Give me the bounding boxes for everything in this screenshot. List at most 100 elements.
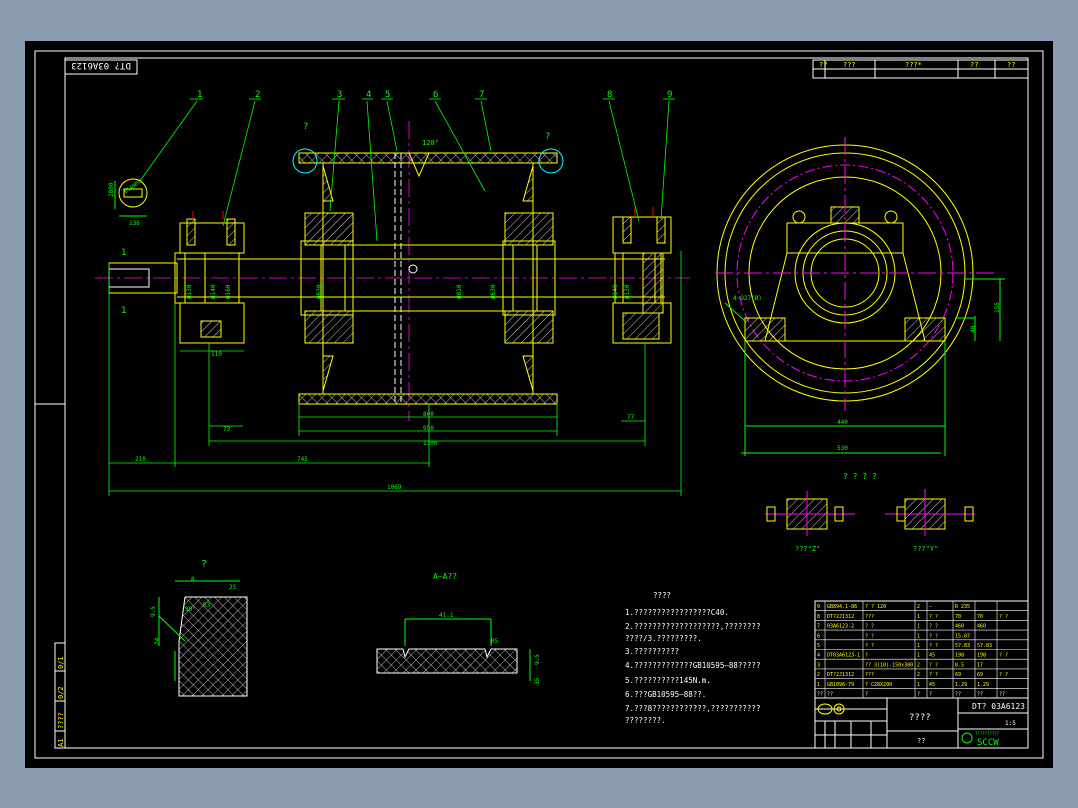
bom-cell: 7	[817, 624, 820, 630]
bom-cell: ? ?	[929, 672, 938, 678]
left-strip: A1 ???? 0/2 0/1	[54, 642, 66, 749]
strip-label: ????	[57, 712, 65, 729]
bom-cell: 57.83	[977, 643, 992, 649]
view-y	[885, 489, 975, 536]
left-hub	[300, 165, 354, 392]
strip-label: A1	[57, 739, 65, 747]
bom-cell: 3	[817, 662, 820, 668]
shaft-diameters: Ø130 Ø140 Ø160 Ø630 Ø810 Ø630 Ø140 Ø130	[186, 284, 631, 299]
bom-cell: 9	[817, 604, 820, 610]
dim-110: 110	[211, 351, 222, 358]
company-sub: ??????????	[975, 731, 1000, 736]
bom-cell: 198	[955, 653, 964, 659]
note-line: 6.???GB10595—88??.	[625, 690, 706, 699]
balloon-5: 5	[385, 90, 390, 100]
dim-bolt-holes: 4-Ò27(Ø)	[733, 295, 762, 302]
bom-cell: ? C28X200	[865, 682, 892, 688]
notes-title: ????	[653, 591, 671, 600]
bom-cell: 198	[977, 653, 986, 659]
callout-q2: ?	[545, 132, 550, 142]
aa-dim: 9.5	[534, 654, 541, 665]
section-mark-top: 1	[121, 248, 126, 258]
bom-cell: 1	[917, 643, 920, 649]
det-dim: 30°	[185, 606, 196, 613]
company-logo-text: SCCW	[977, 738, 999, 748]
bom-cell: ? ?	[999, 653, 1008, 659]
bom-cell: 15.07	[955, 633, 970, 639]
det-dim: 25	[229, 584, 237, 591]
bom-header-cell: ??	[827, 692, 833, 698]
bom-cell: —	[929, 604, 933, 610]
scale-ratio: 1:5	[1005, 720, 1016, 727]
balloon-numbers: 1 2 3 4 5 6 7 8 9	[197, 90, 672, 100]
bom-cell: DT03A6123-1	[827, 653, 860, 659]
weld-symbol	[408, 152, 430, 178]
dim-950: 950	[423, 425, 434, 432]
detail-q-label: ?	[201, 559, 207, 570]
bom-cell: DT?2J1312	[827, 672, 854, 678]
note-line: 4.?????????????GB10595—88?????	[625, 661, 760, 670]
drawing-number: DT? 03A6123	[972, 702, 1025, 711]
bom-cell: ? ?	[865, 633, 874, 639]
bom-cell: 8.5	[955, 662, 964, 668]
shaft-dia: Ø140	[210, 284, 217, 299]
header-cell: ??	[970, 61, 978, 69]
weld-angle: 120°	[422, 139, 439, 147]
det-dim: R3	[203, 602, 211, 609]
dim-530: 530	[837, 445, 848, 452]
bom-cell: 460	[977, 624, 986, 630]
det-dim: 24	[154, 637, 161, 645]
strip-label: 0/2	[57, 686, 65, 699]
bom-cell: 70	[977, 614, 983, 620]
technical-notes: ???? 1.?????????????????C40. 2.?????????…	[625, 591, 760, 725]
bom-cell: 45	[929, 682, 935, 688]
title-block	[814, 697, 1029, 749]
balloon-6: 6	[433, 90, 438, 100]
balloon-1: 1	[197, 90, 202, 100]
note-line: ????????.	[625, 716, 666, 725]
callout-q1: ?	[303, 122, 308, 132]
bom-cell: 45	[929, 653, 935, 659]
note-line: 2.???????????????????,????????	[625, 622, 760, 631]
balloon-4: 4	[366, 90, 371, 100]
balloon-3: 3	[337, 90, 342, 100]
bom-cell: 460	[955, 624, 964, 630]
header-cell: ???*	[905, 61, 922, 69]
bom-cell: 1	[917, 614, 920, 620]
bom-cell: 69	[977, 672, 983, 678]
shaft-dia: Ø130	[624, 284, 631, 299]
bom-cell: 1	[917, 633, 920, 639]
sheet-label: ??	[917, 737, 925, 745]
bom-cell: 17	[977, 662, 983, 668]
bom-header-cell: ??	[977, 692, 983, 698]
aa-dim: 35	[534, 677, 541, 685]
bom-cell: 1.29	[955, 682, 967, 688]
side-view	[715, 137, 1005, 456]
shaft-dia: Ø140	[612, 284, 619, 299]
dimension-lines	[108, 251, 682, 496]
shaft-dia: Ø160	[225, 284, 232, 299]
bom-header-cell: ?	[865, 692, 868, 698]
left-bearing-housing	[179, 211, 245, 344]
bom-header-cell: ?	[917, 692, 920, 698]
aa-section-title: A—A??	[433, 572, 457, 581]
shaft-dia: Ø630	[490, 284, 497, 299]
note-line: ????/3.?????????.	[625, 634, 702, 643]
header-cell: ??	[1007, 61, 1015, 69]
key-detail: 2800 136 Ø140Ø50	[108, 177, 148, 227]
view-title: ? ? ? ?	[843, 472, 877, 481]
bom-cell: ?	[865, 653, 868, 659]
view-z	[765, 491, 855, 536]
dim-73: 73	[223, 426, 231, 433]
frame-label-box: DT? 03A6123	[64, 59, 138, 75]
bom-cell: ? ?	[929, 633, 938, 639]
detail-weld	[158, 580, 248, 697]
bom-header-cell: ??	[999, 692, 1005, 698]
bom-cell: 2	[917, 672, 920, 678]
bom-cell: 6	[817, 633, 820, 639]
dim-40: 40	[970, 325, 977, 333]
dim-136: 136	[129, 220, 140, 227]
bom-cell: ? ?	[929, 624, 938, 630]
bom-cell: ? ?	[865, 643, 874, 649]
